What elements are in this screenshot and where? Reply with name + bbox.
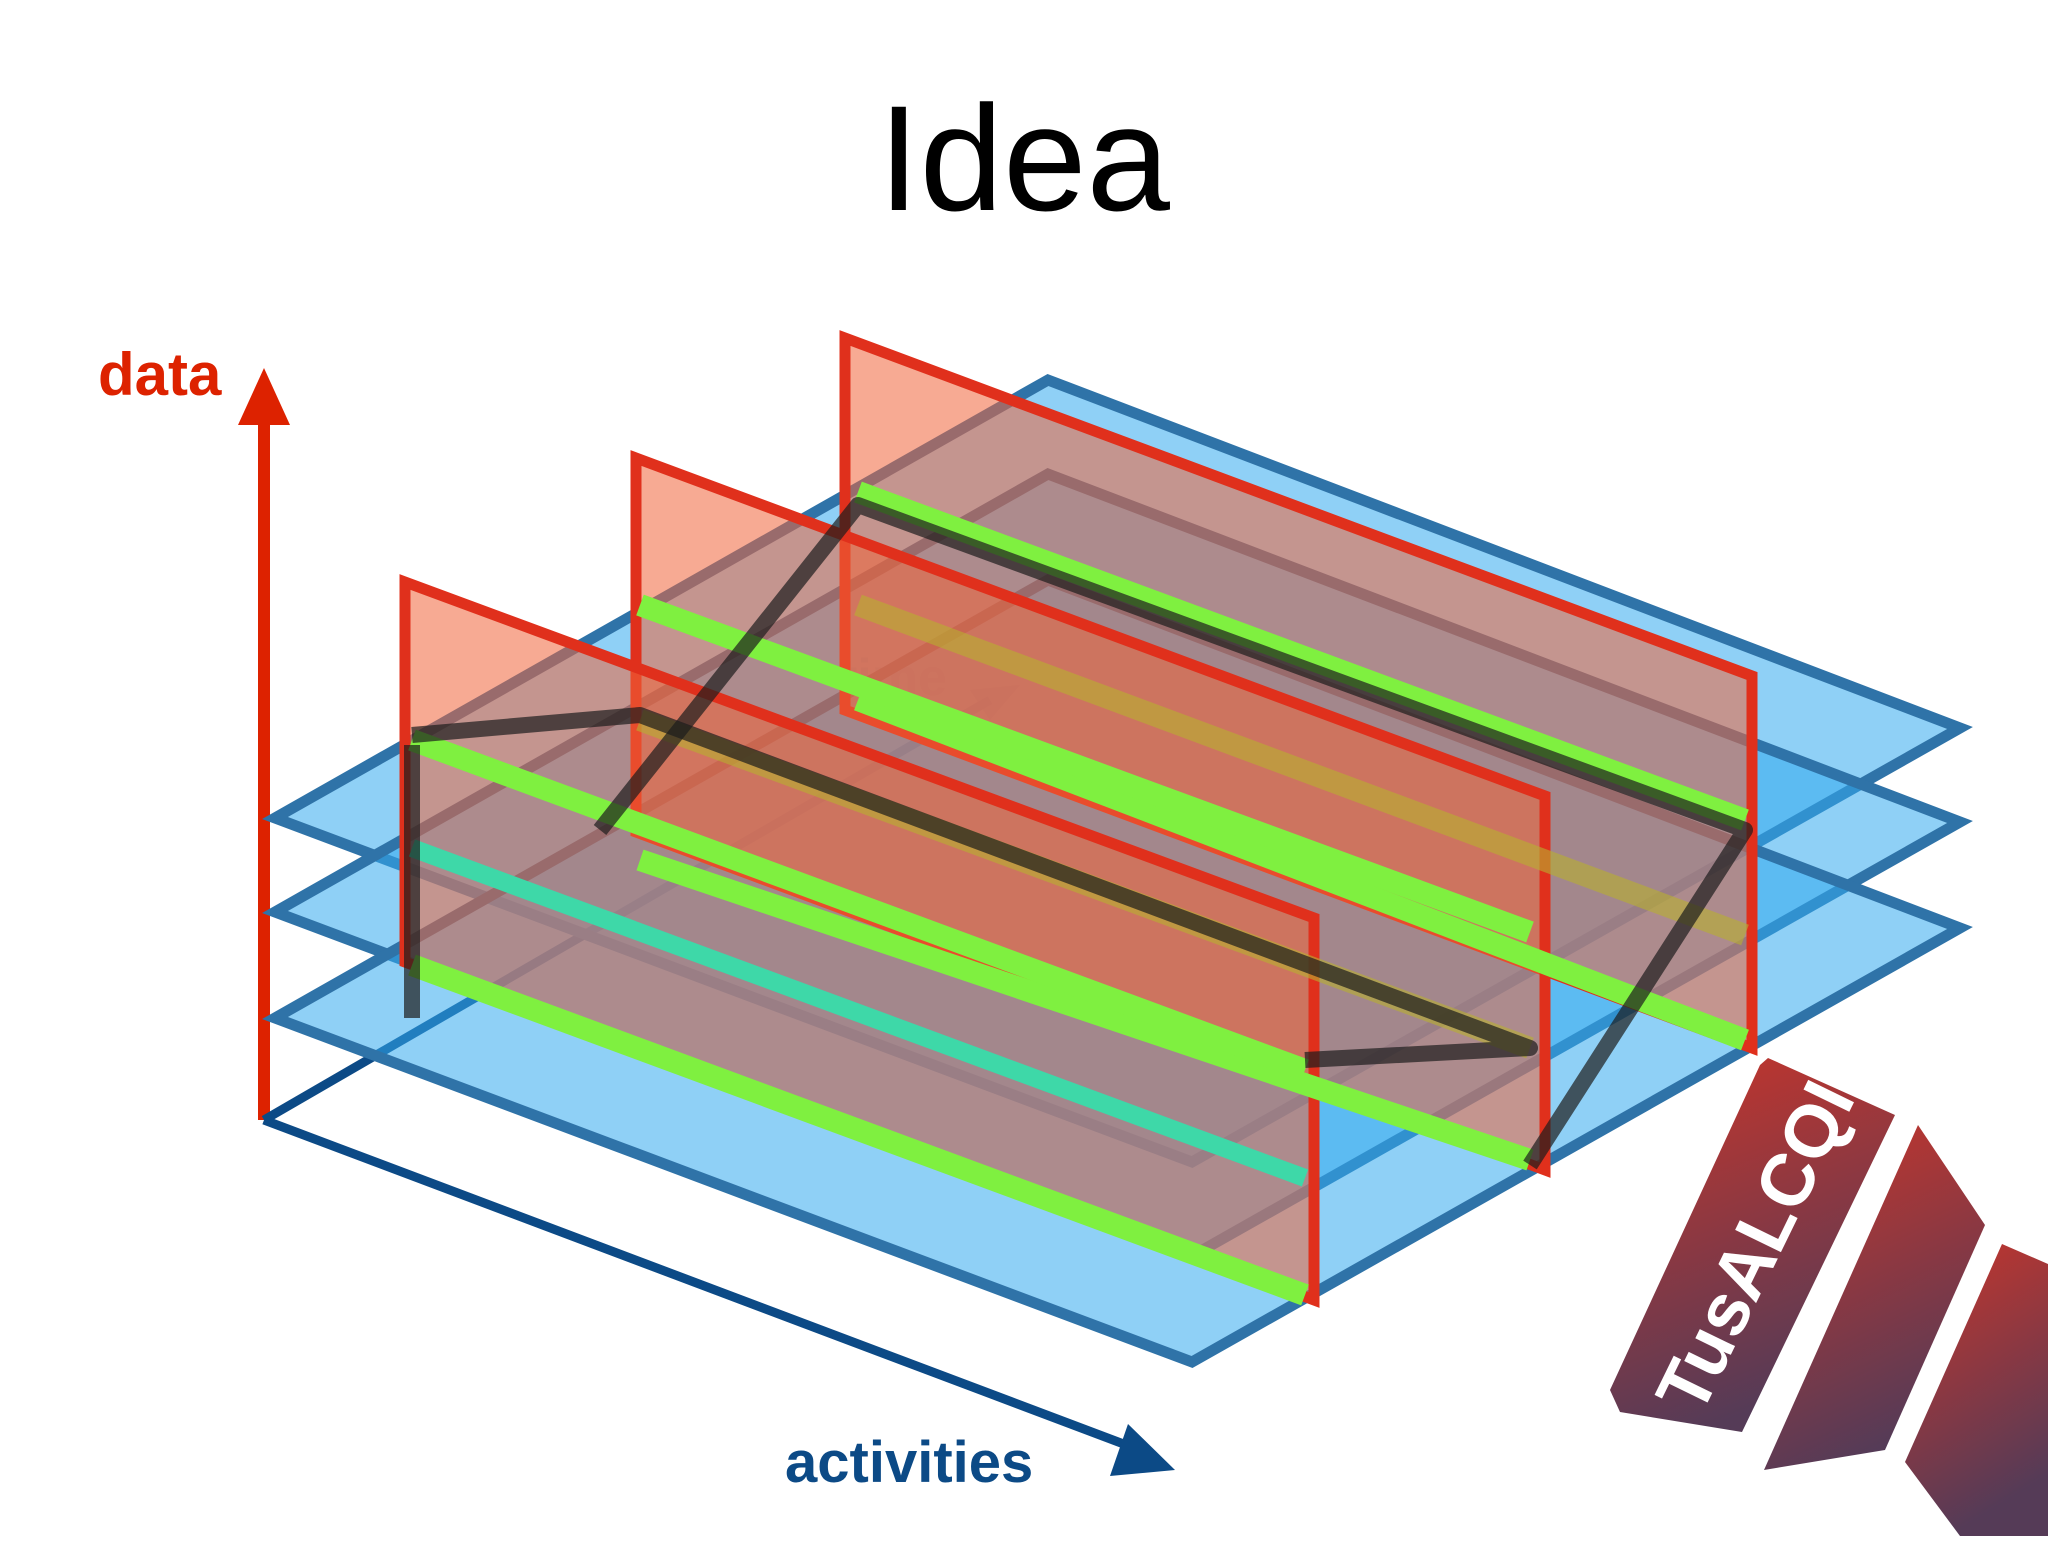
- activity-bar: [854, 689, 1749, 1051]
- activity-bar: [854, 594, 1749, 946]
- activity-bar: [408, 839, 1309, 1187]
- process-path-line: [411, 707, 1538, 1068]
- data-axis-arrowhead: [238, 368, 290, 425]
- slide-title: Idea: [878, 74, 1171, 242]
- activity-bar: [408, 729, 1309, 1081]
- logo-panel-3: [1905, 1244, 2048, 1536]
- activity-bar: [636, 849, 1534, 1171]
- data-axis-label: data: [98, 341, 222, 408]
- logo-panel-2: [1764, 1125, 1985, 1470]
- activity-bar: [408, 954, 1309, 1306]
- activities-axis-line: [262, 1115, 1147, 1457]
- activity-bar: [636, 594, 1534, 943]
- activities-axis-arrowhead: [1110, 1424, 1175, 1476]
- process-path-line: [593, 497, 1753, 1170]
- activities-axis-label: activities: [785, 1430, 1033, 1495]
- activity-bar: [854, 481, 1749, 831]
- logo-main-panel: [1610, 1058, 1895, 1432]
- brand-logo: TusALCQI: [1610, 1058, 2048, 1536]
- process-path: [404, 497, 1753, 1170]
